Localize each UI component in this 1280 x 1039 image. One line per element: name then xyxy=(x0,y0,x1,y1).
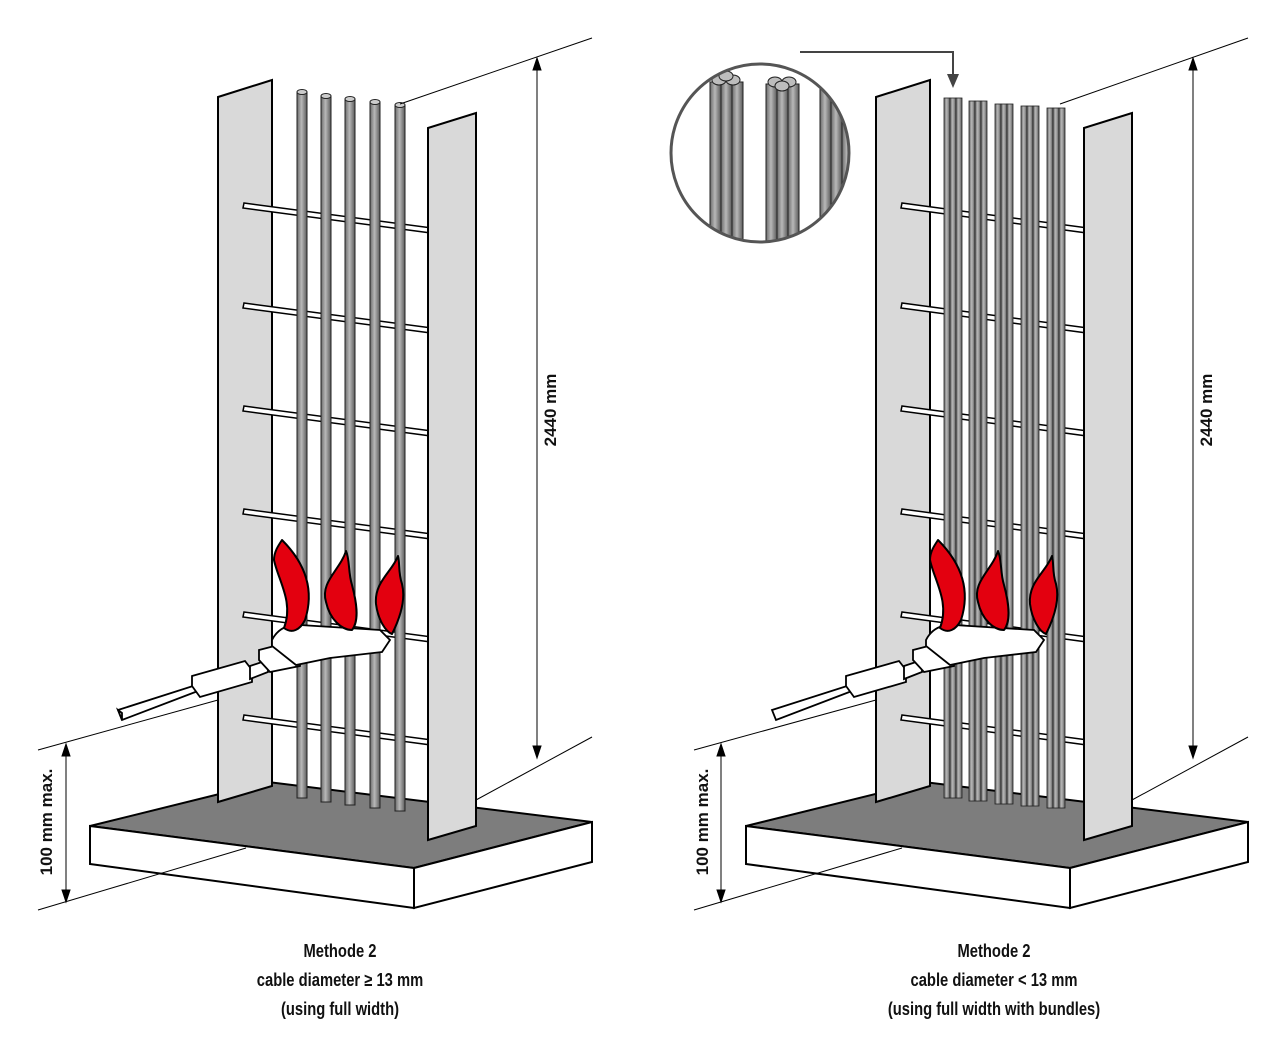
right-height-dimension xyxy=(1059,37,1249,801)
cable xyxy=(296,89,308,799)
magnified-bundle xyxy=(709,70,744,242)
caption-method: Methode 2 xyxy=(957,941,1031,961)
right-front-panel xyxy=(1083,111,1133,842)
flame xyxy=(929,539,966,632)
right-height-label: 2440 mm xyxy=(1197,374,1216,447)
cable xyxy=(320,93,332,803)
magnified-bundle xyxy=(765,76,800,242)
cable xyxy=(344,96,356,806)
right-caption: Methode 2 cable diameter < 13 mm (using … xyxy=(830,937,1158,1024)
caption-diameter: cable diameter < 13 mm xyxy=(910,970,1078,990)
left-base-slab xyxy=(89,780,593,910)
left-flames xyxy=(273,539,405,635)
right-figure: 2440 mm 100 mm max. xyxy=(669,37,1249,911)
right-base-dimension xyxy=(693,699,903,911)
caption-diameter: cable diameter ≥ 13 mm xyxy=(256,970,424,990)
right-cable-bundles xyxy=(943,97,1066,809)
arrow-head-icon xyxy=(947,74,959,88)
left-back-panel xyxy=(217,78,273,804)
left-burner xyxy=(115,624,392,722)
right-back-panel xyxy=(875,78,931,804)
cable-bundle xyxy=(1046,107,1066,809)
cable xyxy=(369,99,381,809)
left-caption: Methode 2 cable diameter ≥ 13 mm (using … xyxy=(176,937,504,1024)
left-figure: 2440 mm 100 mm max. xyxy=(37,37,593,911)
left-height-label: 2440 mm xyxy=(541,374,560,447)
flame xyxy=(273,539,310,632)
left-cables xyxy=(296,89,406,812)
right-base-slab xyxy=(745,780,1249,910)
left-height-dimension xyxy=(399,37,593,801)
right-base-label: 100 mm max. xyxy=(693,769,712,876)
left-base-dimension xyxy=(37,699,247,911)
cable-bundle xyxy=(943,97,963,799)
right-flames xyxy=(929,539,1059,635)
flame xyxy=(374,555,405,635)
caption-note: (using full width) xyxy=(280,999,400,1019)
cable-bundle xyxy=(1020,105,1040,807)
left-base-label: 100 mm max. xyxy=(37,769,56,876)
bundle-magnifier-callout xyxy=(669,51,959,244)
flame xyxy=(323,550,358,631)
caption-method: Methode 2 xyxy=(303,941,377,961)
callout-arrow xyxy=(800,51,954,82)
cable-bundle xyxy=(994,103,1014,805)
magnifier-ring xyxy=(669,62,851,244)
flame xyxy=(975,550,1010,631)
cable xyxy=(394,102,406,812)
flame xyxy=(1028,555,1059,635)
left-front-panel xyxy=(427,111,477,842)
caption-note: (using full width with bundles) xyxy=(887,999,1101,1019)
cable-bundle xyxy=(968,100,988,802)
